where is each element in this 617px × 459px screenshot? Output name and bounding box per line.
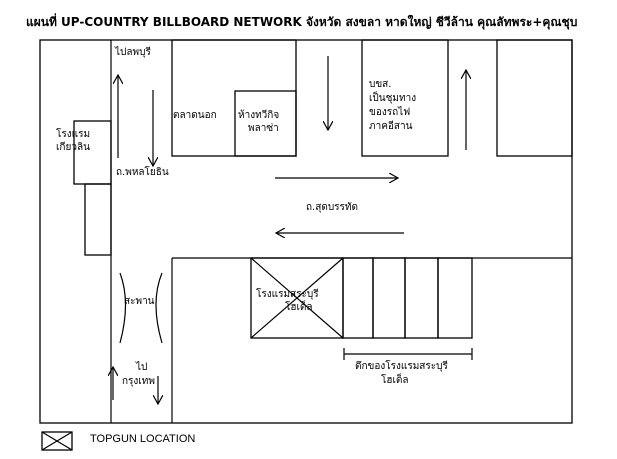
east-block	[496, 39, 573, 157]
label-market: ตลาดนอก	[173, 110, 217, 121]
label-to-bangkok-2: กรุงเทพ	[122, 376, 155, 387]
label-plaza-1: ห้างทวีกิจ	[238, 109, 279, 121]
legend-label: TOPGUN LOCATION	[90, 433, 195, 445]
plaza-block	[234, 90, 297, 157]
label-hotel-kiangwiang-2: เกียวลิน	[56, 141, 90, 153]
label-railway-4: ภาคอีสาน	[369, 120, 413, 132]
map-frame	[39, 39, 573, 424]
label-road-sutbanthat: ถ.สุดบรรทัด	[306, 202, 358, 213]
label-to-bangkok-1: ไป	[135, 361, 147, 373]
label-road-phahonyothin: ถ.พหลโยธิน	[116, 165, 169, 178]
map-title: แผนที่ UP-COUNTRY BILLBOARD NETWORK จังห…	[26, 13, 577, 30]
label-bridge: สะพาน	[124, 296, 155, 307]
label-hotel-kiangwiang-1: โรงแรม	[56, 127, 90, 140]
label-to-lopburi: ไปลพบุรี	[114, 46, 151, 58]
label-railway-3: ของรถไฟ	[369, 106, 410, 118]
bridge-left-edge	[119, 272, 127, 344]
label-topgun-hotel-2: โฮเต็ล	[285, 299, 313, 313]
bridge-right-edge	[155, 272, 163, 344]
label-topgun-hotel-1: โรงแรมสระบุรี	[256, 287, 319, 300]
legend-topgun-icon	[41, 431, 73, 451]
label-shophouse-2: โฮเต็ล	[381, 372, 409, 386]
market-block	[171, 39, 297, 157]
label-railway-1: บขส.	[369, 79, 391, 90]
label-railway-2: เป็นชุมทาง	[369, 90, 416, 104]
shophouse-3	[404, 257, 439, 339]
topgun-cross-b	[250, 257, 344, 339]
label-plaza-2: พลาซ่า	[248, 123, 279, 134]
shophouse-1	[342, 257, 374, 339]
shophouse-2	[372, 257, 406, 339]
legend: TOPGUN LOCATION	[41, 431, 195, 451]
hotel-annex-block	[84, 183, 112, 256]
railway-block	[361, 39, 449, 157]
legend-icon-cross-b	[41, 431, 73, 451]
shophouse-4	[437, 257, 473, 339]
label-shophouse-1: ตึกของโรงแรมสระบุรี	[355, 359, 449, 372]
